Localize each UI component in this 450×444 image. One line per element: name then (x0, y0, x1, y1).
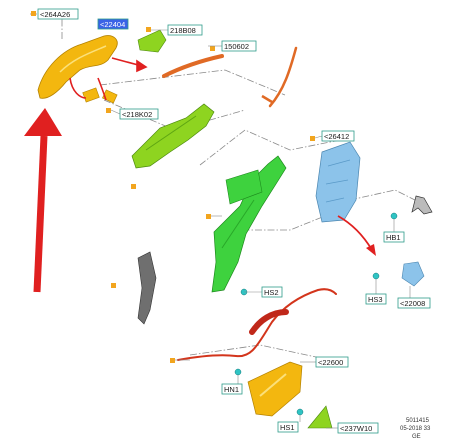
callout-labels: <264A26 <22404 218B08 150602 <218K02 <26… (37, 8, 431, 434)
label-hb1: HB1 (383, 231, 405, 243)
drawing-number: 5011415 (406, 418, 430, 424)
operating-rod (162, 46, 298, 108)
label-hs3: HS3 (365, 293, 387, 305)
door-latch (315, 141, 376, 256)
lock-frame (211, 155, 287, 293)
leader-handle-to-rod (99, 69, 286, 96)
striker-bolt-icon (411, 195, 433, 215)
label-hs2: HS2 (261, 286, 283, 298)
label-22404: <22404 (97, 18, 129, 30)
drawing-date: 05-2018 33 (400, 426, 431, 432)
drawing-reference: 5011415 05-2018 33 GE (400, 418, 431, 440)
handle-support-bracket (131, 103, 215, 169)
leader-frame (199, 129, 341, 166)
label-218b08: 218B08 (167, 24, 203, 36)
label-218k02: <218K02 (119, 108, 159, 120)
clip-icons (234, 212, 398, 416)
small-red-arrow-icons (69, 57, 148, 101)
label-264a26: <264A26 (37, 8, 79, 20)
leader-bottom (189, 344, 331, 361)
clip-hs1 (296, 408, 304, 416)
svg-text:<26412: <26412 (324, 132, 349, 141)
drawing-region: GE (412, 434, 421, 440)
svg-text:<218K02: <218K02 (122, 110, 152, 119)
svg-text:<22404: <22404 (100, 20, 125, 29)
svg-text:218B08: 218B08 (170, 26, 196, 35)
svg-text:HS3: HS3 (368, 295, 383, 304)
svg-text:<237W10: <237W10 (340, 424, 372, 433)
handle-bracket (137, 29, 167, 53)
label-150602: 150602 (221, 40, 257, 52)
marker-icons (31, 11, 315, 363)
leader-latch-bolt (349, 189, 426, 206)
reinforcement-strip (137, 251, 157, 325)
svg-text:150602: 150602 (224, 42, 249, 51)
red-arrow-icon (24, 108, 62, 293)
svg-text:<264A26: <264A26 (40, 10, 70, 19)
label-hs1: HS1 (277, 421, 299, 433)
clip-hs3 (372, 272, 380, 280)
svg-text:<22008: <22008 (400, 299, 425, 308)
handle-bezel (307, 405, 333, 429)
door-handle (37, 35, 118, 104)
release-cable (177, 288, 337, 361)
leader-lower (230, 209, 341, 231)
svg-text:HS1: HS1 (280, 423, 295, 432)
clip-hb1 (390, 212, 398, 220)
latch-bracket (401, 261, 425, 287)
label-22600: <22600 (315, 356, 349, 368)
label-22008: <22008 (397, 297, 431, 309)
inner-door-handle (247, 361, 303, 417)
clip-hn1 (234, 368, 242, 376)
label-26412: <26412 (321, 130, 355, 142)
label-leaders (110, 29, 411, 429)
svg-text:HB1: HB1 (386, 233, 401, 242)
svg-text:HS2: HS2 (264, 288, 279, 297)
label-hn1: HN1 (221, 383, 243, 395)
svg-text:HN1: HN1 (224, 385, 239, 394)
svg-text:<22600: <22600 (318, 358, 343, 367)
label-237w10: <237W10 (337, 422, 379, 434)
